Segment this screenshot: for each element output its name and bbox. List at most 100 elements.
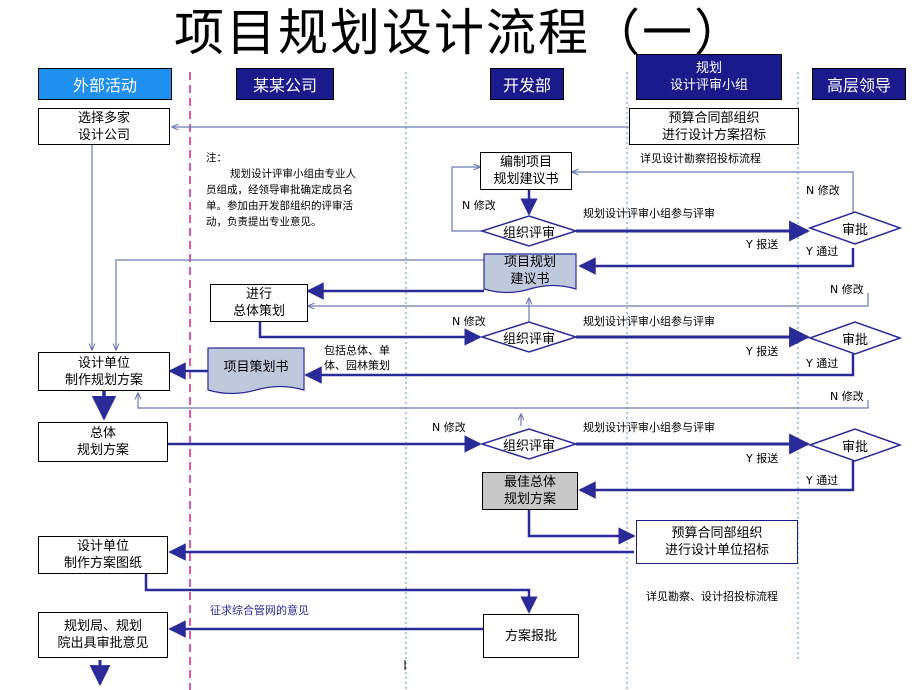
lane-label: 某某公司 <box>252 76 317 95</box>
project-proposal-doc-shape <box>483 253 577 294</box>
includes-line: 体、园林策划 <box>324 359 390 372</box>
see-survey-flow-label-2: 详见勘察、设计招投标流程 <box>646 590 778 603</box>
connector <box>308 293 869 306</box>
box-line: 规划方案 <box>503 492 556 507</box>
approve-diamond-3 <box>807 428 903 462</box>
compile-proposal-box: 编制项目 规划建议书 <box>480 152 572 190</box>
modify-label: N 修改 <box>830 283 864 296</box>
connector <box>304 354 855 384</box>
box-line: 制作规划方案 <box>64 372 143 388</box>
pass-label: Y 通过 <box>806 245 839 258</box>
box-line: 规划局、规划 <box>63 619 142 634</box>
connector <box>578 248 855 275</box>
modify-label: N 修改 <box>452 315 486 328</box>
box-line: 设计单位 <box>76 539 129 554</box>
submit-label: Y 报送 <box>746 345 779 358</box>
box-line: 项目规划 <box>503 255 556 270</box>
lane-label: 开发部 <box>502 76 551 95</box>
lane-label: 高层领导 <box>826 76 891 95</box>
box-line: 院出具审批意见 <box>57 636 149 651</box>
box-line: 总体 <box>89 426 116 441</box>
submit-label: Y 报送 <box>746 238 779 251</box>
planning-doc-shape <box>207 347 305 395</box>
page-title: 项目规划设计流程（一） <box>174 4 746 62</box>
lane-header-company: 某某公司 <box>236 68 334 100</box>
panel-joins-label: 规划设计评审小组参与评审 <box>583 421 715 434</box>
pass-label: Y 通过 <box>806 474 839 487</box>
project-proposal-doc: 项目规划 建议书 <box>484 254 576 288</box>
best-scheme-box: 最佳总体 规划方案 <box>482 472 578 510</box>
box-line: 总体策划 <box>232 304 285 319</box>
approve-diamond-2 <box>807 321 903 355</box>
review-label: 组织评审 <box>502 439 555 454</box>
lane-label: 规划 <box>695 61 722 76</box>
connector <box>116 259 484 350</box>
note-line: 规划设计评审小组由专业人 <box>230 168 356 180</box>
panel-joins-label: 规划设计评审小组参与评审 <box>583 207 715 220</box>
scheme-approval-box: 方案报批 <box>483 614 579 658</box>
box-line: 进行设计单位招标 <box>664 543 769 558</box>
box-line: 编制项目 <box>499 155 552 170</box>
note-block: 注： 规划设计评审小组由专业人 员组成，经领导审批确定成员名 单。参加由开发部组… <box>206 150 386 230</box>
overall-scheme-box: 总体 规划方案 <box>38 422 168 462</box>
see-survey-flow-label: 详见设计勘察招投标流程 <box>640 152 761 165</box>
approve-diamond-1 <box>807 211 903 245</box>
lane-header-external: 外部活动 <box>38 68 172 100</box>
lane-label: 外部活动 <box>72 76 137 95</box>
design-unit-plan-box: 设计单位 制作规划方案 <box>38 352 170 391</box>
approve-label: 审批 <box>841 333 868 348</box>
review-diamond-1 <box>479 215 579 247</box>
box-line: 建议书 <box>510 272 550 287</box>
box-line: 进行 <box>245 287 272 302</box>
review-label: 组织评审 <box>502 226 555 241</box>
box-line: 选择多家 <box>77 110 130 126</box>
connector <box>578 461 855 499</box>
lane-label: 设计评审小组 <box>669 78 748 93</box>
overall-plan-box: 进行 总体策划 <box>210 284 308 322</box>
box-line: 规划建议书 <box>493 172 559 187</box>
select-firms-box: 选择多家 设计公司 <box>38 108 170 145</box>
note-line: 单。参加由开发部组织的评审活 <box>206 200 353 212</box>
design-unit-drawings-box: 设计单位 制作方案图纸 <box>38 536 168 574</box>
box-line: 进行设计方案招标 <box>661 127 766 143</box>
modify-label: N 修改 <box>806 184 840 197</box>
budget-invite-box-1: 预算合同部组织 进行设计方案招标 <box>629 108 799 145</box>
lane-header-panel: 规划 设计评审小组 <box>636 54 782 100</box>
pass-label: Y 通过 <box>806 357 839 370</box>
includes-line: 包括总体、单 <box>324 344 390 357</box>
submit-label: Y 报送 <box>746 452 779 465</box>
connector <box>144 574 538 614</box>
box-line: 最佳总体 <box>503 475 556 490</box>
approve-label: 审批 <box>841 223 868 238</box>
modify-label: N 修改 <box>432 421 466 434</box>
authority-opinion-box: 规划局、规划 院出具审批意见 <box>38 612 168 658</box>
modify-label: N 修改 <box>830 390 864 403</box>
lane-header-dev: 开发部 <box>490 68 564 100</box>
connector <box>451 167 482 232</box>
review-label: 组织评审 <box>502 332 555 347</box>
panel-joins-label: 规划设计评审小组参与评审 <box>583 315 715 328</box>
includes-label: 包括总体、单 体、园林策划 <box>324 343 390 373</box>
note-line: 动，负责提出专业意见。 <box>206 216 322 228</box>
approve-label: 审批 <box>841 440 868 455</box>
box-line: 设计单位 <box>77 355 130 371</box>
modify-label: N 修改 <box>462 199 496 212</box>
solicit-label: 征求综合管网的意见 <box>210 604 309 617</box>
box-line: 设计公司 <box>77 127 130 143</box>
connector <box>258 322 482 346</box>
lane-header-exec: 高层领导 <box>812 68 906 100</box>
review-diamond-3 <box>479 428 579 460</box>
connector <box>527 510 636 545</box>
planning-doc: 项目策划书 <box>223 359 289 375</box>
box-line: 规划方案 <box>76 443 129 458</box>
box-line: 预算合同部组织 <box>668 110 760 126</box>
note-line: 员组成，经领导审批确定成员名 <box>206 184 353 196</box>
note-head: 注： <box>206 152 227 164</box>
connector <box>138 393 869 409</box>
budget-invite-box-2: 预算合同部组织 进行设计单位招标 <box>636 520 798 564</box>
connector <box>572 172 854 214</box>
review-diamond-2 <box>479 321 579 353</box>
box-line: 制作方案图纸 <box>63 556 142 571</box>
box-line: 预算合同部组织 <box>671 526 763 541</box>
